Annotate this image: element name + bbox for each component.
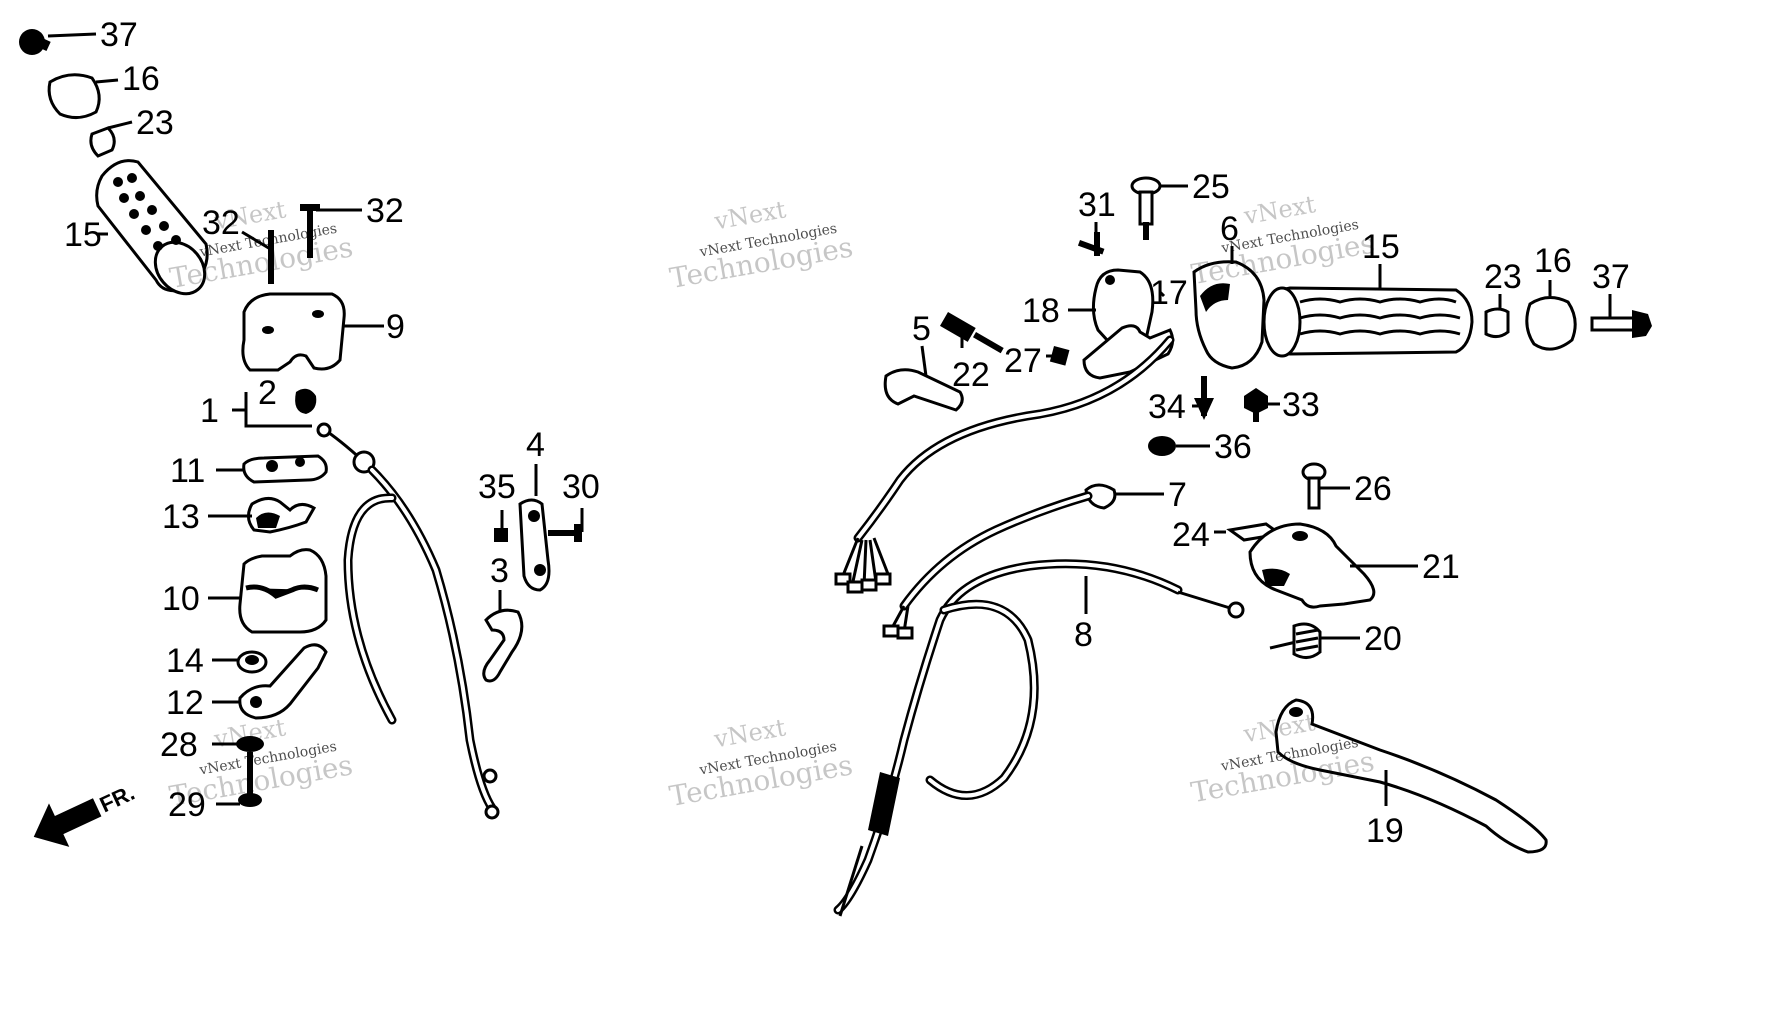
callout-33: 33	[1282, 386, 1320, 424]
plate-11	[242, 454, 328, 484]
screw-31	[1077, 240, 1105, 255]
callout-4: 4	[526, 426, 545, 464]
callout-27: 27	[1004, 342, 1042, 380]
callout-31: 31	[1078, 186, 1116, 224]
clip-3	[482, 608, 524, 683]
callout-3: 3	[490, 552, 509, 590]
watermark-top-center: vNext vNext Technologies Technologies	[667, 195, 855, 295]
callout-22: 22	[952, 356, 990, 394]
callout-19: 19	[1366, 812, 1404, 850]
front-direction-arrow: FR.	[33, 780, 139, 847]
callout-30: 30	[562, 468, 600, 506]
spring-20	[1269, 622, 1322, 659]
bolt-26	[1301, 462, 1327, 510]
nut-36	[1148, 436, 1176, 456]
front-label: FR.	[96, 780, 139, 818]
bolt-29	[247, 752, 253, 796]
callout-35: 35	[478, 468, 516, 506]
callout-14: 14	[166, 642, 204, 680]
switch-harness	[834, 335, 1175, 594]
svg-text:vNext: vNext	[211, 713, 288, 753]
callout-23-left: 23	[136, 104, 174, 142]
callout-17: 17	[1150, 274, 1188, 312]
callout-28: 28	[160, 726, 198, 764]
screw-32-b	[307, 206, 313, 258]
callout-9: 9	[386, 308, 405, 346]
nut-35	[494, 528, 508, 542]
callout-32-left-b: 32	[366, 192, 404, 230]
grip-end-16-left	[47, 73, 101, 119]
cable-8	[833, 559, 1245, 917]
callout-11: 11	[170, 452, 205, 490]
callout-6: 6	[1220, 210, 1239, 248]
callout-7: 7	[1168, 476, 1187, 514]
callout-1: 1	[200, 392, 219, 430]
svg-text:vNext: vNext	[211, 195, 288, 235]
grip-15-left	[95, 159, 209, 296]
collar-23-right	[1484, 307, 1510, 339]
callout-25: 25	[1192, 168, 1230, 206]
callout-24: 24	[1172, 516, 1210, 554]
housing-9	[241, 292, 346, 372]
callout-29: 29	[168, 786, 206, 824]
bolt-37-right	[1590, 310, 1652, 338]
svg-text:vNext: vNext	[711, 713, 788, 753]
left-assembly: FR.	[19, 29, 582, 847]
callout-numbers: 37 16 23 15 32 32 9 1 2 11 13 10 14 12 2…	[64, 16, 1630, 850]
callout-32-left-a: 32	[202, 204, 240, 242]
callout-37-left: 37	[100, 16, 138, 54]
callout-20: 20	[1364, 620, 1402, 658]
callout-2: 2	[258, 374, 277, 412]
callout-16-left: 16	[122, 60, 160, 98]
bolt-30	[548, 524, 582, 542]
watermark-bottom-right: vNext vNext Technologies Technologies	[1189, 708, 1377, 809]
svg-text:vNext: vNext	[711, 195, 788, 235]
callout-23-right: 23	[1484, 258, 1522, 296]
nut-27	[1049, 346, 1070, 366]
collar-23-left	[89, 126, 116, 158]
grip-end-16-right	[1525, 296, 1577, 351]
clutch-lever-19	[1274, 698, 1548, 854]
screw-22	[940, 311, 1004, 354]
washer-28	[236, 736, 264, 752]
lever-bracket-21	[1248, 522, 1376, 609]
callout-15-right: 15	[1362, 228, 1400, 266]
callout-10: 10	[162, 580, 200, 618]
cable-end-5	[883, 368, 964, 412]
screw-25	[1130, 176, 1162, 240]
callout-16-right: 16	[1534, 242, 1572, 280]
cable-7	[882, 483, 1117, 640]
screw-32-a	[268, 230, 274, 284]
right-assembly	[833, 176, 1652, 917]
bolt-33	[1244, 388, 1268, 422]
callout-26: 26	[1354, 470, 1392, 508]
callout-8: 8	[1074, 616, 1093, 654]
bolt-34	[1194, 376, 1214, 420]
callout-5: 5	[912, 310, 931, 348]
bolt-37-left	[19, 29, 51, 55]
callout-12: 12	[166, 684, 204, 722]
callout-21: 21	[1422, 548, 1460, 586]
callout-34: 34	[1148, 388, 1186, 426]
svg-text:vNext: vNext	[1241, 190, 1318, 230]
callout-36: 36	[1214, 428, 1252, 466]
callout-13: 13	[162, 498, 200, 536]
leader-lines	[47, 32, 1612, 806]
throttle-cable-left	[316, 422, 500, 820]
grip-15-right	[1262, 286, 1474, 358]
watermark-bottom-center: vNext vNext Technologies Technologies	[667, 713, 855, 813]
callout-18: 18	[1022, 292, 1060, 330]
callout-15-left: 15	[64, 216, 102, 254]
nut-2	[295, 388, 317, 414]
callout-37-right: 37	[1592, 258, 1630, 296]
